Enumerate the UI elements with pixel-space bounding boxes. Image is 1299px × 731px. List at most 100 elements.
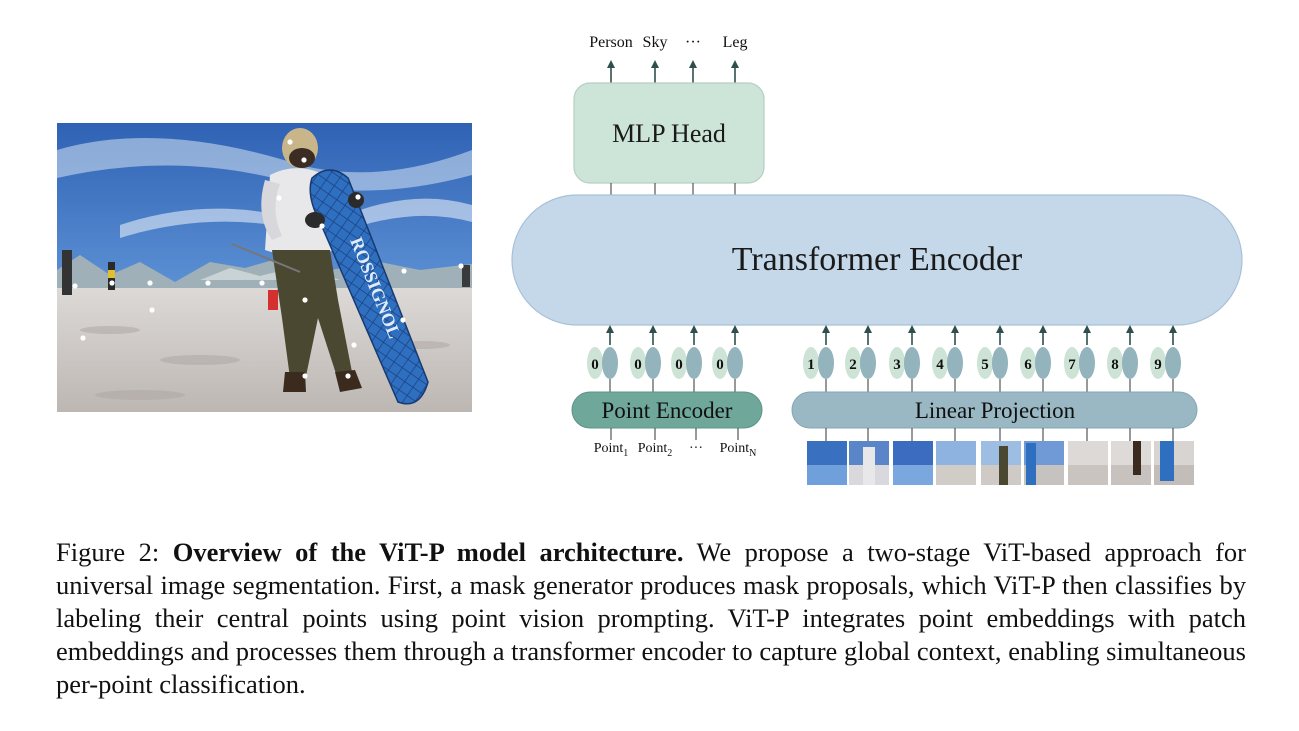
token-label-shape — [932, 347, 948, 379]
token-label: 4 — [936, 357, 944, 373]
embedding-token — [1035, 347, 1051, 379]
output-label: Sky — [643, 34, 668, 51]
embedding-token — [1122, 347, 1138, 379]
point-prompt — [80, 335, 86, 341]
patch-token: 1 — [803, 325, 834, 392]
patch-token: 2 — [845, 325, 876, 392]
embedding-token — [860, 347, 876, 379]
point-token: 0 — [630, 325, 661, 392]
patch-bottom — [936, 465, 976, 485]
point-prompt — [355, 194, 361, 200]
point-prompt — [400, 317, 406, 323]
token-label-shape — [977, 347, 993, 379]
embedding-token — [645, 347, 661, 379]
mlp-head-label: MLP Head — [612, 119, 726, 148]
point-prompt — [149, 307, 155, 313]
point-input-label: ··· — [689, 441, 703, 456]
output-label: Leg — [723, 34, 748, 51]
image-patch — [1024, 428, 1064, 485]
caption-body: We propose a two-stage ViT-based approac… — [56, 537, 1247, 699]
point-token: 0 — [587, 325, 618, 392]
embedding-token — [686, 347, 702, 379]
token-label-shape — [889, 347, 905, 379]
patch-bottom — [893, 465, 933, 485]
output-labels: Person Sky ··· Leg — [589, 34, 747, 83]
patch-bottom — [807, 465, 847, 485]
output-label: ··· — [685, 34, 701, 51]
output-label: Person — [589, 34, 633, 51]
caption-title: Overview of the ViT-P model architecture… — [172, 537, 684, 567]
image-patch — [981, 428, 1021, 485]
point-input-label: Point2 — [638, 441, 673, 459]
embedding-token — [947, 347, 963, 379]
point-token: 0 — [671, 325, 702, 392]
point-prompt — [351, 342, 357, 348]
point-prompt — [319, 223, 325, 229]
point-prompt — [259, 280, 265, 286]
image-patch — [1111, 428, 1151, 485]
token-label-shape — [1020, 347, 1036, 379]
image-patch — [936, 428, 976, 485]
linear-projection: Linear Projection — [791, 391, 1198, 429]
token-label: 6 — [1024, 357, 1032, 373]
point-prompt — [287, 139, 293, 145]
patch-bottom — [1068, 465, 1108, 485]
patch-bottom — [1111, 465, 1151, 485]
embedding-token — [727, 347, 743, 379]
point-prompt — [345, 373, 351, 379]
patch-figure — [863, 447, 875, 485]
token-label-shape — [1064, 347, 1080, 379]
embedding-token — [1079, 347, 1095, 379]
embedding-token — [1165, 347, 1181, 379]
embedding-token — [992, 347, 1008, 379]
token-label-shape — [671, 347, 687, 379]
token-label-shape — [845, 347, 861, 379]
embedding-token — [904, 347, 920, 379]
image-patch — [849, 428, 889, 485]
transformer-encoder-label: Transformer Encoder — [732, 241, 1023, 278]
image-patch — [1154, 428, 1194, 485]
point-prompt — [401, 268, 407, 274]
input-photo: ROSSIGNOL — [57, 123, 472, 412]
token-label: 3 — [893, 357, 901, 373]
patch-token: 6 — [1020, 325, 1051, 392]
token-label: 2 — [849, 357, 857, 373]
patch-token: 3 — [889, 325, 920, 392]
patch-figure — [1133, 441, 1141, 475]
token-label-shape — [587, 347, 603, 379]
point-prompt — [301, 157, 307, 163]
point-prompt — [205, 280, 211, 286]
patch-token: 9 — [1150, 325, 1181, 392]
snowboarder — [231, 128, 362, 392]
embedding-token — [818, 347, 834, 379]
point-prompts — [72, 139, 464, 379]
linear-projection-label: Linear Projection — [915, 398, 1076, 423]
figure-caption: Figure 2: Overview of the ViT-P model ar… — [56, 536, 1246, 701]
token-label: 0 — [716, 357, 724, 373]
image-patch — [893, 428, 933, 485]
architecture-figure: ROSSIGNOL Person Sky ··· Leg MLP Head Trans… — [57, 34, 1243, 485]
token-label: 7 — [1068, 357, 1076, 373]
caption-prefix: Figure 2: — [56, 537, 173, 567]
token-label: 5 — [981, 357, 989, 373]
point-encoder-label: Point Encoder — [602, 398, 733, 423]
token-label: 9 — [1154, 357, 1162, 373]
mlp-head: MLP Head — [573, 82, 765, 184]
patch-token: 4 — [932, 325, 963, 392]
transformer-encoder: Transformer Encoder — [511, 194, 1243, 326]
token-label: 0 — [591, 357, 599, 373]
token-label: 0 — [634, 357, 642, 373]
embedding-token — [602, 347, 618, 379]
point-prompt — [458, 263, 464, 269]
token-label: 1 — [807, 357, 815, 373]
token-label-shape — [712, 347, 728, 379]
patch-token: 7 — [1064, 325, 1095, 392]
token-label-shape — [1107, 347, 1123, 379]
point-prompt — [72, 283, 78, 289]
image-patch — [807, 428, 847, 485]
patch-figure — [1160, 441, 1174, 481]
image-patch — [1068, 428, 1108, 485]
image-patches — [807, 428, 1194, 485]
